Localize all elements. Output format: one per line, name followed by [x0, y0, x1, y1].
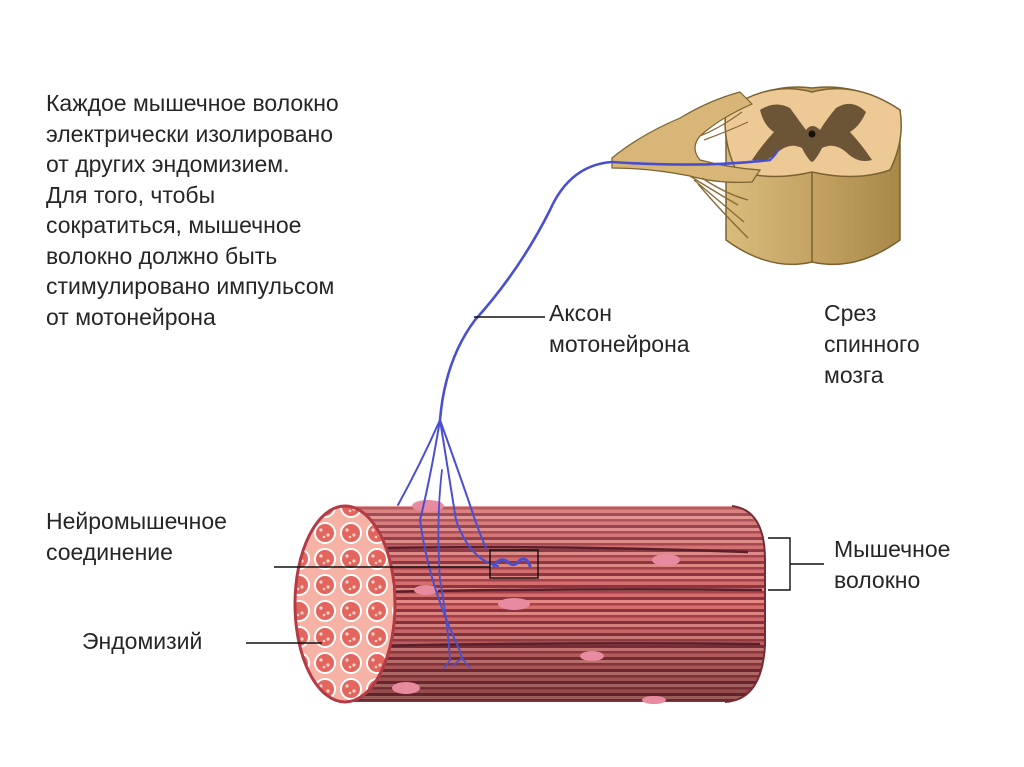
central-canal [808, 130, 816, 138]
axon-branch [418, 419, 463, 659]
description-text: Каждое мышечное волокно электрически изо… [46, 88, 339, 332]
fiber-division-1 [371, 545, 749, 554]
root-fibers-upper [699, 111, 749, 141]
axon-end-in-cord [769, 149, 779, 161]
description-line: волокно должно быть [46, 242, 278, 269]
description-line: от мотонейрона [46, 303, 216, 330]
axon-branch [437, 469, 451, 661]
axon-branch [397, 419, 441, 506]
label-muscle-fiber: Мышечное волокно [834, 534, 950, 596]
spinal-cord [611, 86, 902, 266]
label-neuromuscular-junction: Нейромышечное соединение [46, 506, 227, 568]
label-line: Аксон [549, 300, 612, 326]
axon-trunk [438, 158, 772, 422]
fiber-shading [348, 506, 765, 702]
description-line: Каждое мышечное волокно [46, 90, 339, 116]
axon-branch [439, 419, 487, 549]
label-line: волокно [834, 567, 921, 593]
description-line: стимулировано импульсом [46, 273, 335, 299]
description-line: сократиться, мышечное [46, 212, 302, 238]
label-line: соединение [46, 539, 173, 565]
muscle-nucleus [580, 651, 604, 661]
label-line: мозга [824, 362, 884, 388]
label-motor-neuron-axon: Аксон мотонейрона [549, 298, 690, 360]
description-line: от других эндомизием. [46, 151, 290, 177]
fiber-bracket [768, 537, 824, 591]
root-fibers [689, 175, 749, 239]
axon-branch [439, 419, 499, 567]
label-line: Срез [824, 300, 877, 326]
label-endomysium: Эндомизий [82, 626, 202, 657]
description-line: электрически изолировано [46, 120, 334, 147]
muscle-nucleus [414, 585, 438, 595]
axon-terminal [443, 657, 471, 669]
muscle-nucleus [652, 554, 680, 566]
label-line: Нейромышечное [46, 508, 227, 534]
muscle-nucleus [412, 500, 444, 512]
label-line: Мышечное [834, 536, 951, 562]
label-line: мотонейрона [549, 331, 690, 357]
junction-highlight-box [489, 549, 539, 579]
muscle-nucleus [392, 682, 420, 694]
fiber-division-3 [371, 642, 761, 648]
label-spinal-cord-section: Срез спинного мозга [824, 298, 920, 391]
fiber-end-cap [724, 505, 766, 703]
muscle-fiber-bundle [293, 500, 766, 704]
leader-lines [246, 316, 824, 644]
fiber-cross-section [293, 504, 397, 704]
label-line: Эндомизий [82, 628, 203, 654]
neuromuscular-junction-endplate [492, 557, 532, 568]
description-line: Для того, чтобы [46, 181, 216, 208]
muscle-nucleus [642, 696, 666, 704]
motor-neuron-axon [397, 149, 779, 669]
label-line: спинного [824, 331, 920, 357]
muscle-nucleus [498, 598, 530, 610]
